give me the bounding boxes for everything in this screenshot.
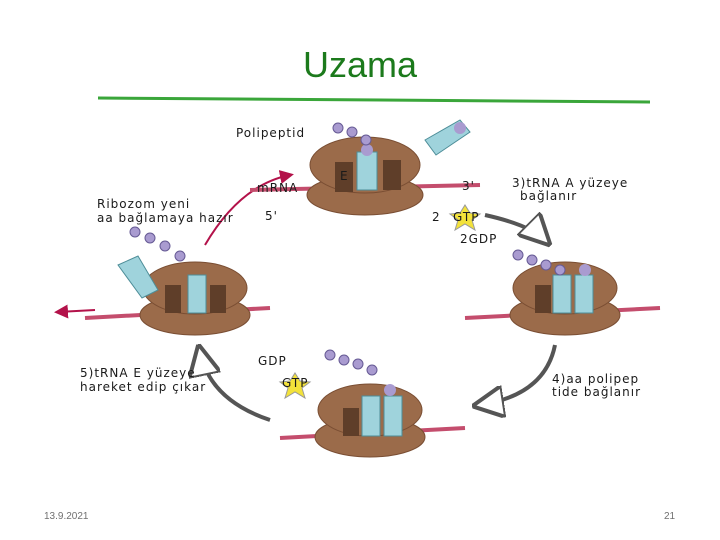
slide-page-number: 21	[664, 511, 676, 522]
label-polipeptid: Polipeptid	[236, 126, 306, 140]
label-gtp-bottom: GTP	[282, 376, 309, 390]
label-e-site: E	[340, 169, 349, 183]
label-step3-line2: bağlanır	[520, 189, 578, 203]
polypeptide-chain-bottom	[324, 349, 378, 376]
label-step3-line1: 3)tRNA A yüzeye	[512, 176, 629, 190]
label-two: 2	[432, 210, 441, 224]
ribosome-top	[249, 119, 481, 216]
label-gdp: GDP	[258, 354, 287, 368]
polypeptide-chain-right	[512, 249, 566, 276]
gtp-star-bottom	[278, 372, 312, 400]
slide-date: 13.9.2021	[44, 511, 89, 522]
cycle-arrow-right-bottom	[480, 344, 557, 405]
label-ribozom-line2: aa bağlamaya hazır	[97, 211, 234, 225]
label-ribozom-line1: Ribozom yeni	[97, 197, 191, 211]
label-2gdp: 2GDP	[460, 232, 498, 246]
cycle-arrow-left-top	[204, 170, 294, 246]
ribosome-bottom	[279, 383, 466, 458]
polypeptide-chain-top	[332, 122, 372, 146]
exit-arrow-left	[54, 304, 96, 319]
label-gtp-top: GTP	[453, 210, 480, 224]
gtp-star-top	[448, 204, 482, 232]
label-step4-line1: 4)aa polipep	[552, 372, 640, 386]
label-mrna: mRNA	[257, 181, 299, 195]
label-five-prime: 5'	[265, 209, 278, 223]
cycle-arrow-left-bottom	[200, 352, 271, 422]
label-step5-line2: hareket edip çıkar	[80, 380, 207, 394]
ribosome-left	[84, 255, 271, 336]
title-underline	[98, 96, 650, 104]
label-three-prime: 3'	[462, 179, 475, 193]
slide-title: Uzama	[302, 44, 418, 85]
label-step5-line1: 5)tRNA E yüzeye	[80, 366, 196, 380]
label-step4-line2: tide bağlanır	[552, 385, 642, 399]
polypeptide-chain-left	[129, 226, 186, 262]
cycle-arrow-right-top	[484, 215, 545, 240]
ribosome-right	[464, 261, 661, 336]
